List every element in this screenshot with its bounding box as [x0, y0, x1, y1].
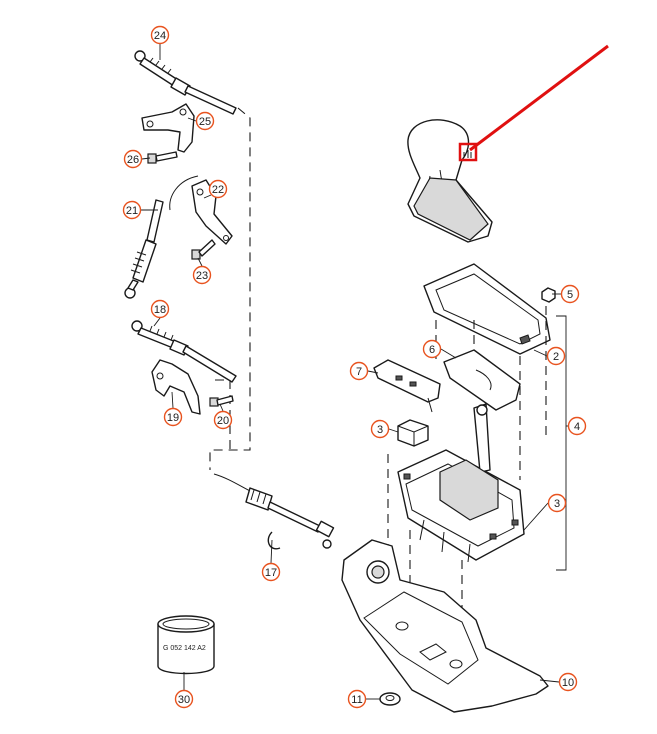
highlight-arrow — [469, 44, 609, 152]
callout-30: 30 — [174, 689, 194, 709]
callout-number: 25 — [199, 116, 211, 128]
callout-circle — [123, 149, 143, 169]
callout-number: 22 — [212, 184, 224, 196]
callout-circle — [349, 361, 369, 381]
callout-number: 30 — [178, 694, 190, 706]
part-23-bolt — [191, 239, 216, 260]
part-21-cable — [124, 175, 199, 299]
callout-circle — [261, 562, 281, 582]
callout-number: 6 — [429, 344, 435, 356]
callout-25: 25 — [195, 111, 215, 131]
highlight-box — [458, 142, 478, 162]
callout-circle — [174, 689, 194, 709]
callout-circle — [150, 25, 170, 45]
callout-number: 5 — [567, 289, 573, 301]
callout-number: 7 — [356, 366, 362, 378]
callout-3: 3 — [547, 493, 567, 513]
callout-number: 24 — [154, 30, 166, 42]
callout-11: 11 — [347, 689, 367, 709]
callout-number: 26 — [127, 154, 139, 166]
part-24-cable-end — [134, 50, 237, 115]
part-3-connector — [397, 419, 429, 447]
callout-10: 10 — [558, 672, 578, 692]
callout-circle — [195, 111, 215, 131]
callout-17: 17 — [261, 562, 281, 582]
callout-number: 2 — [553, 351, 559, 363]
callout-4: 4 — [567, 416, 587, 436]
part-25-bracket — [141, 103, 195, 153]
callout-circle — [163, 407, 183, 427]
callout-circle — [208, 179, 228, 199]
callout-number: 17 — [265, 567, 277, 579]
callout-number: 21 — [126, 205, 138, 217]
callout-circle — [422, 339, 442, 359]
callout-circle — [547, 493, 567, 513]
callout-circle — [546, 346, 566, 366]
highlight-marker — [458, 44, 609, 162]
callout-circle — [347, 689, 367, 709]
part-2-frame — [423, 263, 551, 355]
callout-circle — [150, 299, 170, 319]
callout-number: 19 — [167, 412, 179, 424]
shift-mechanism-housing — [397, 403, 525, 563]
callout-number: 23 — [196, 270, 208, 282]
callout-circle — [370, 419, 390, 439]
part-17-cable-end — [213, 473, 335, 550]
part-6-cover-plate — [443, 349, 521, 411]
part-5-nut — [541, 287, 556, 303]
callout-circle — [122, 200, 142, 220]
part-7-selector-strip — [373, 359, 441, 413]
shift-knob — [407, 119, 493, 243]
part-20-bolt — [209, 395, 234, 407]
callout-2: 2 — [546, 346, 566, 366]
part-10-base-plate — [341, 539, 549, 713]
callout-3: 3 — [370, 419, 390, 439]
callout-number: 3 — [377, 424, 383, 436]
component-label: G 052 142 A2 — [163, 645, 206, 652]
leader-lines — [141, 44, 561, 700]
callout-number: 4 — [574, 421, 580, 433]
callout-number: 10 — [562, 677, 574, 689]
callout-20: 20 — [213, 410, 233, 430]
callout-22: 22 — [208, 179, 228, 199]
callout-23: 23 — [192, 265, 212, 285]
part-30-tape-roll: G 052 142 A2 — [157, 615, 215, 675]
part-19-bracket — [151, 359, 201, 415]
callout-6: 6 — [422, 339, 442, 359]
part-18-cable — [131, 320, 237, 383]
callout-circle — [213, 410, 233, 430]
callout-number: 11 — [351, 694, 362, 706]
callout-number: 3 — [554, 498, 560, 510]
callout-5: 5 — [560, 284, 580, 304]
callout-26: 26 — [123, 149, 143, 169]
callout-circle — [560, 284, 580, 304]
callout-21: 21 — [122, 200, 142, 220]
callout-18: 18 — [150, 299, 170, 319]
part-11-grommet — [379, 692, 401, 706]
callout-number: 18 — [154, 304, 166, 316]
callout-number: 20 — [217, 415, 229, 427]
callout-7: 7 — [349, 361, 369, 381]
callout-circle — [192, 265, 212, 285]
part-26-bolt — [147, 151, 178, 164]
callout-circle — [567, 416, 587, 436]
callout-24: 24 — [150, 25, 170, 45]
part-22-bracket — [191, 179, 233, 245]
callout-19: 19 — [163, 407, 183, 427]
callout-circle — [558, 672, 578, 692]
